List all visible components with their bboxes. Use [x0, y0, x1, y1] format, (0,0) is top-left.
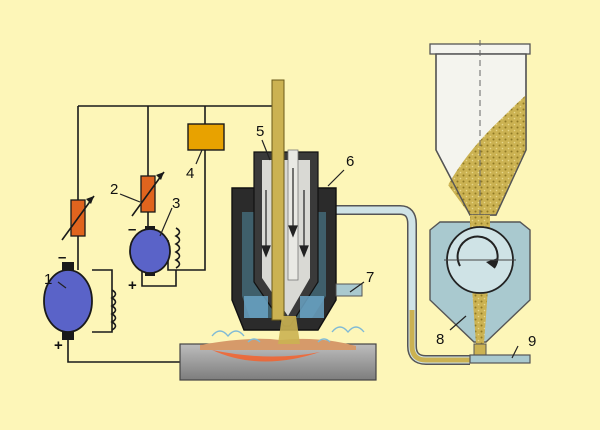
motor1-plus-sign: + — [54, 337, 63, 354]
electric-circuit — [67, 105, 278, 363]
label-2: 2 — [110, 181, 118, 198]
wire-motor1-bottom — [67, 332, 190, 363]
label-3: 3 — [172, 195, 180, 212]
label-6: 6 — [346, 153, 354, 170]
sprayed-coating — [200, 338, 356, 350]
cooling-water-jacket — [244, 296, 324, 318]
electrode — [271, 79, 285, 321]
rheostat-2 — [131, 171, 165, 217]
field-coil-motor1 — [110, 289, 117, 331]
plasma-torch — [231, 79, 363, 331]
leader-lines — [57, 139, 519, 359]
powder-feeder — [429, 215, 531, 344]
label-8: 8 — [436, 331, 444, 348]
spray-splashes — [211, 326, 365, 343]
gas-flow-arrows — [261, 168, 309, 258]
label-5: 5 — [256, 123, 264, 140]
workpiece — [179, 338, 377, 381]
label-4: 4 — [186, 165, 194, 182]
plasma-jet — [278, 316, 300, 344]
water-inlet-7 — [335, 283, 363, 297]
field-coil-motor3 — [174, 227, 181, 269]
motor-3 — [129, 226, 171, 276]
gas-inlet-pipe — [469, 343, 531, 364]
powder-pipe — [326, 205, 470, 365]
relay-4 — [187, 123, 225, 151]
motor3-plus-sign: + — [128, 277, 137, 294]
motor-1 — [43, 262, 93, 340]
heated-zone — [212, 350, 320, 362]
label-1: 1 — [44, 271, 52, 288]
wire-motor1-field — [92, 269, 113, 333]
powder-hopper — [429, 43, 531, 216]
drum-rotation-arrow — [456, 235, 499, 269]
motor1-minus-sign: – — [58, 249, 66, 266]
wire-motor3-plus — [141, 270, 177, 287]
label-7: 7 — [366, 269, 374, 286]
rheostat-left — [61, 195, 95, 241]
motor3-minus-sign: – — [128, 221, 136, 238]
label-9: 9 — [528, 333, 536, 350]
powder-fill — [448, 95, 526, 215]
